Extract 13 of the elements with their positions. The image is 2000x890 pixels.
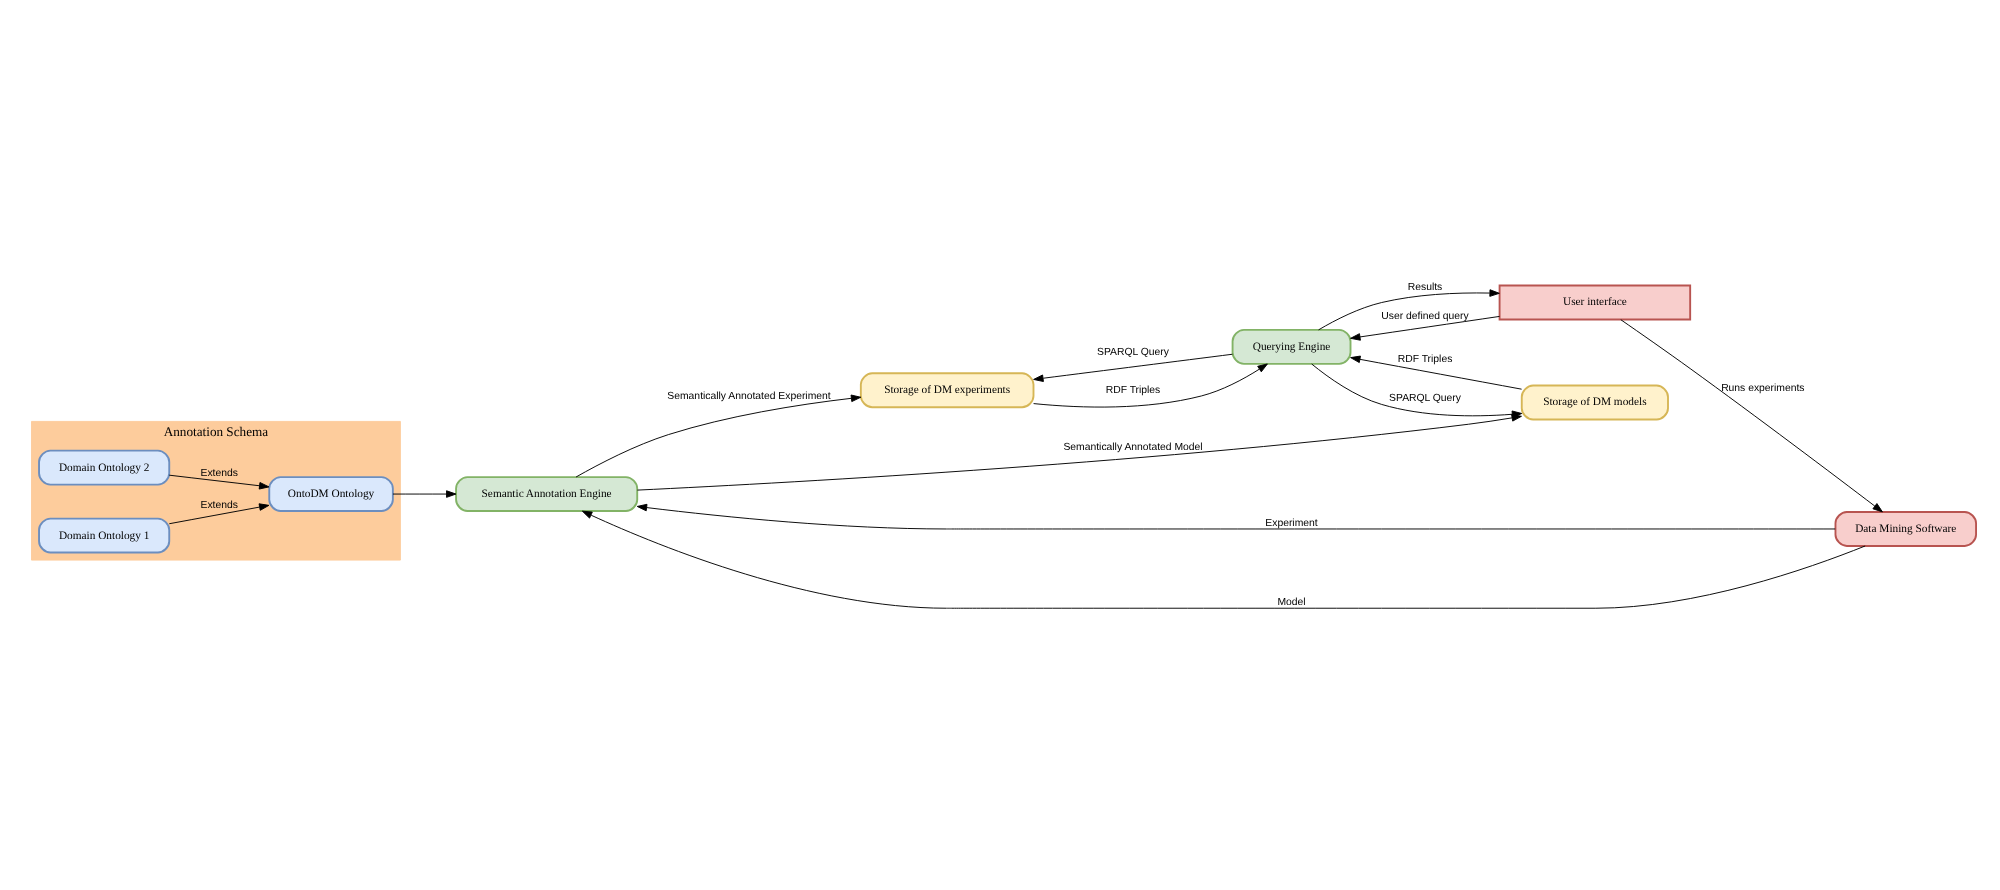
- arrow: [1350, 315, 1500, 341]
- arrow: [1350, 355, 1523, 390]
- arrow: [581, 510, 1866, 609]
- arrow: [392, 490, 457, 498]
- arrow: [1033, 353, 1233, 382]
- arrow: [575, 394, 862, 478]
- arrow: [168, 503, 270, 525]
- arrow: [1620, 319, 1883, 513]
- arrow: [168, 474, 270, 490]
- arrow: [1318, 289, 1500, 331]
- arrow: [636, 414, 1522, 491]
- arrow: [1033, 363, 1268, 408]
- arrow: [636, 503, 1836, 530]
